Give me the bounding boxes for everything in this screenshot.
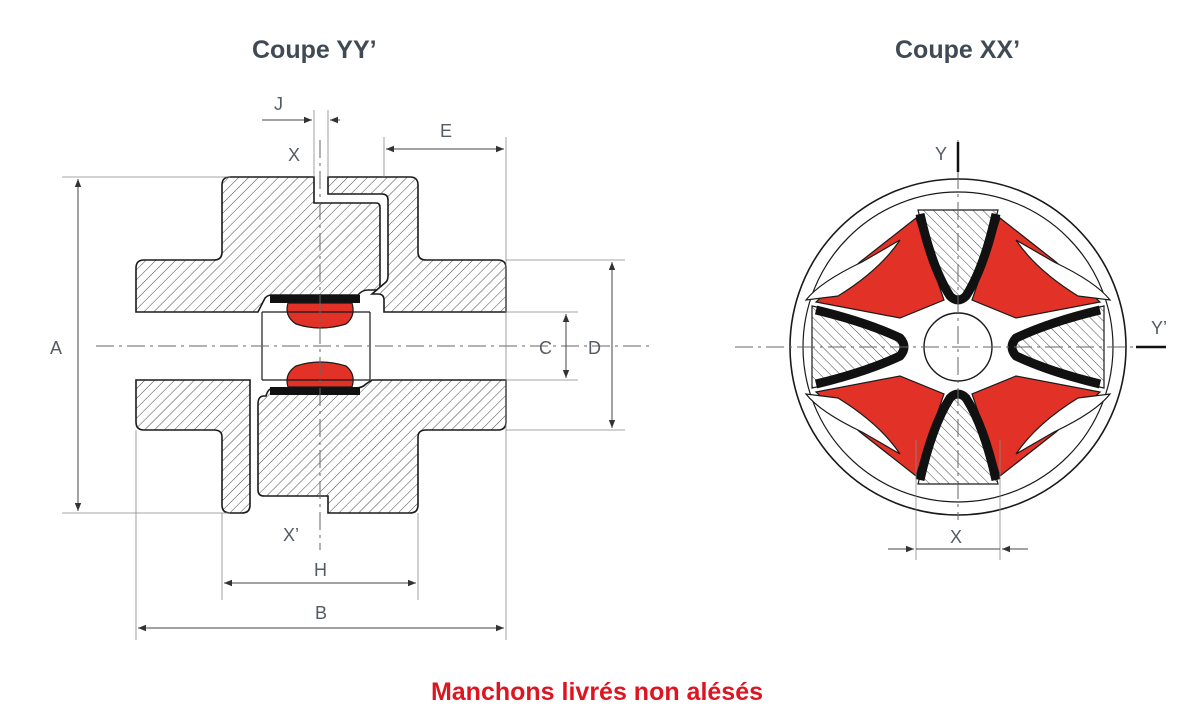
right-hub-upper xyxy=(327,176,507,313)
slot-left-upper xyxy=(804,239,901,301)
slot-right-upper xyxy=(1015,239,1112,301)
label-x-bottom: X’ xyxy=(283,525,299,545)
label-b: B xyxy=(315,603,327,623)
label-h: H xyxy=(314,560,327,580)
slot-left-lower xyxy=(804,393,901,455)
slot-right-lower xyxy=(1015,393,1112,455)
label-c: C xyxy=(539,338,552,358)
spider-band-right xyxy=(1007,305,1102,389)
label-y-right: Y’ xyxy=(1151,318,1167,338)
footer-note: Manchons livrés non alésés xyxy=(430,678,764,706)
label-e: E xyxy=(440,121,452,141)
section-yy-view: A B H E J X X’ C D xyxy=(50,94,650,640)
label-a: A xyxy=(50,338,62,358)
label-d: D xyxy=(588,338,601,358)
left-hub-lower xyxy=(135,379,251,514)
label-j: J xyxy=(274,94,283,114)
seal-band-upper xyxy=(270,295,360,303)
left-hub-upper xyxy=(135,176,381,313)
right-hub-lower xyxy=(257,379,507,514)
label-x-width: X xyxy=(950,527,962,547)
seal-band-lower xyxy=(270,387,360,395)
label-x-top: X xyxy=(288,145,300,165)
title-coupe-yy: Coupe YY’ xyxy=(252,36,377,64)
title-coupe-xx: Coupe XX’ xyxy=(895,36,1021,64)
label-y-top: Y xyxy=(935,144,947,164)
section-xx-view: Y Y’ X xyxy=(735,140,1167,560)
